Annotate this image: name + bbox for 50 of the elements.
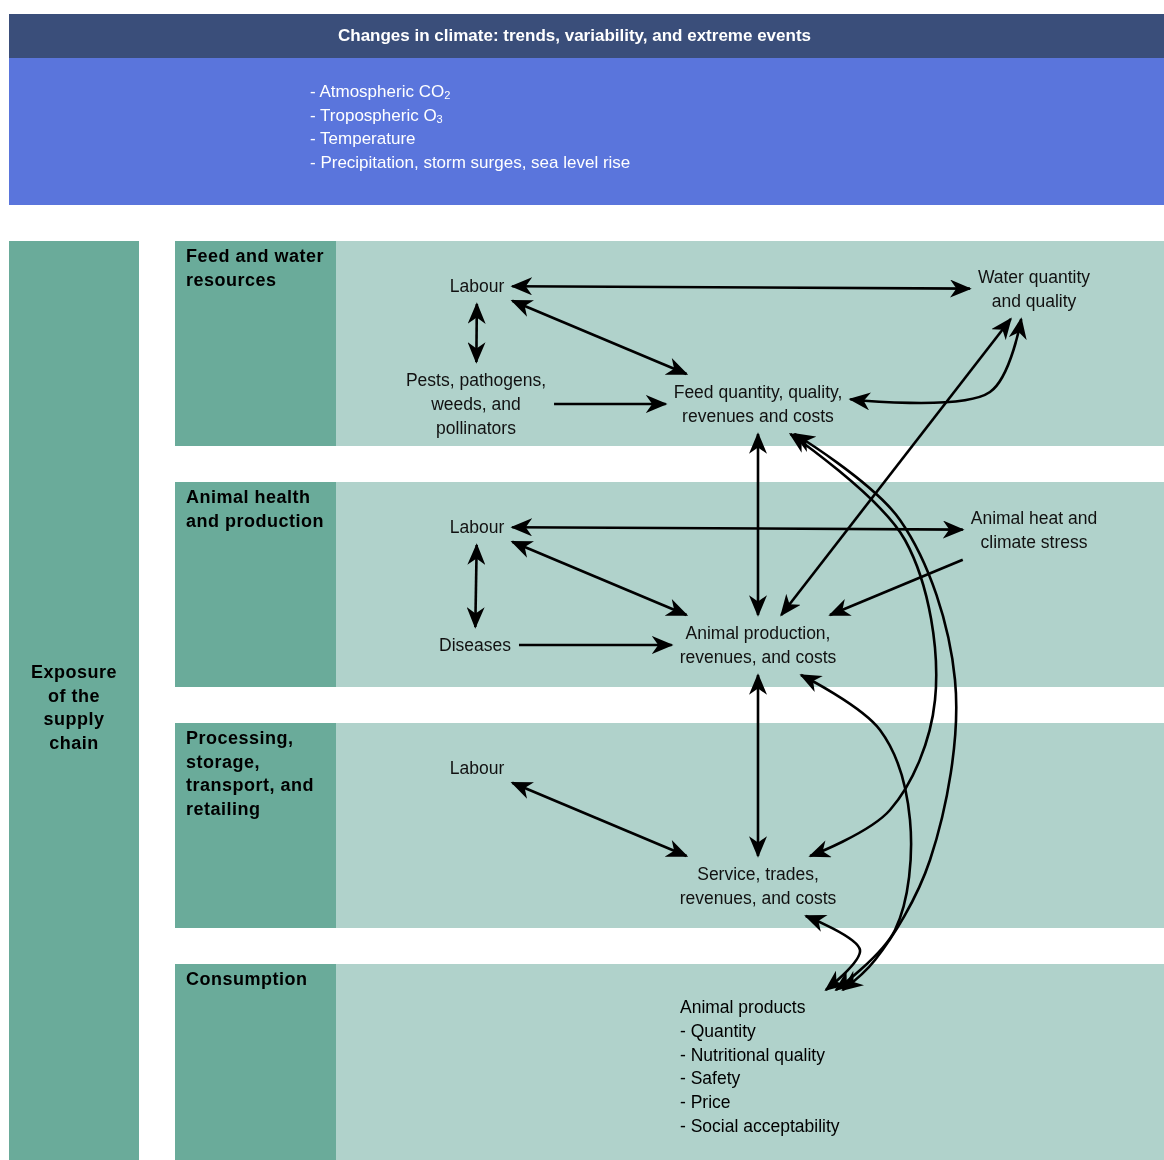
list-item: - Tropospheric O$_{3}$ [310,104,443,127]
node-heading: Animal products [680,996,806,1019]
factor-text: Diseases [438,634,512,657]
band-title: Processing, storage, transport, and retailing [186,727,315,821]
list-item: - Atmospheric CO$_{2}$ [310,81,451,103]
arrow [749,673,767,858]
stage-band [175,964,1164,1160]
factor-text: Labour [448,757,506,780]
factor-text: Animal heat and climate stress [969,507,1099,554]
factor-text: Feed quantity, quality, revenues and costs [672,381,844,428]
arrow [467,302,486,364]
stage-band [175,723,1164,928]
arrow [466,543,486,629]
band-title: Animal health and production [186,486,325,533]
factor-text: Pests, pathogens, weeds, and pollinators [404,369,548,440]
factor-text: Labour [448,516,506,539]
factor-text: Labour [448,275,506,298]
climate-panel [9,14,1164,205]
arrow [848,317,1027,411]
list-item: - Safety [680,1067,741,1091]
list-item: - Social acceptability [680,1115,840,1138]
arrow [804,914,862,992]
arrow [788,432,938,858]
arrow [510,277,972,298]
arrow [793,432,958,992]
arrow [780,317,1012,617]
arrow [828,558,964,617]
arrow [510,781,689,858]
arrow [554,395,668,413]
stage-band [175,482,1164,687]
panel-heading: Changes in climate: trends, variability, and extreme events [9,14,1164,58]
stage-band [175,241,1164,446]
factor-text: Water quantity and quality [976,266,1092,313]
list-item: - Nutritional quality [680,1043,825,1067]
band-title: Feed and water resources [186,245,326,292]
factor-text: Animal production, revenues, and costs [678,622,838,669]
factor-text: Service, trades, revenues, and costs [678,863,838,910]
arrow [510,540,689,617]
list-item: - Quantity [680,1019,756,1043]
band-title: Consumption [186,968,309,991]
list-item: - Temperature [310,128,416,151]
arrow [749,432,767,617]
side-panel [9,241,139,1160]
arrow [510,518,965,539]
arrow [799,673,913,992]
arrow [519,636,674,654]
list-item: - Precipitation, storm surges, sea level rise [310,152,631,175]
list-item: - Price [680,1091,731,1115]
arrow [510,299,689,376]
panel-title: Exposure of the supply chain [30,661,118,755]
